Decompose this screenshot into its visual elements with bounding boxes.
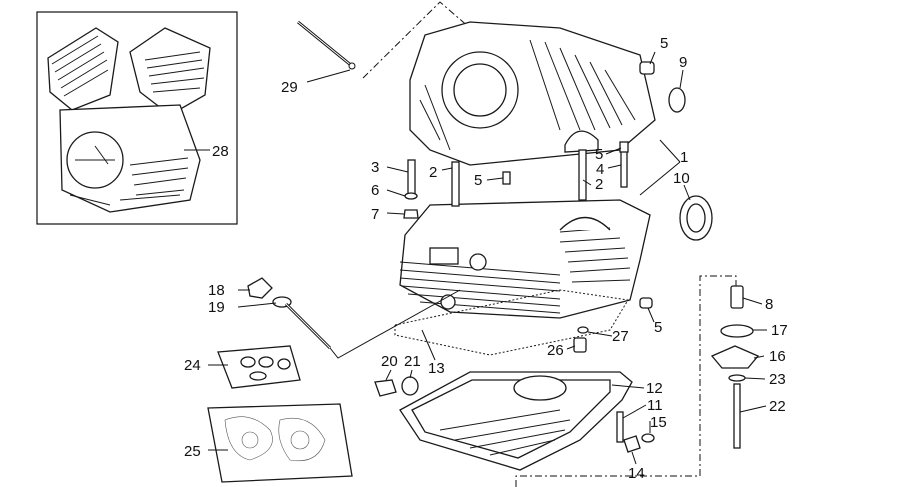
group-boundary (362, 1, 471, 79)
callout-16: 16 (769, 348, 786, 365)
valve-8 (730, 285, 744, 309)
callout-29: 29 (281, 79, 298, 96)
callout-4: 4 (596, 161, 604, 178)
dipstick-18-19 (247, 277, 332, 350)
callout-28: 28 (212, 143, 229, 160)
washer-23 (728, 374, 746, 382)
callout-10: 10 (673, 170, 690, 187)
plug-14 (623, 435, 641, 453)
gasket-kit-25 (207, 403, 353, 483)
callout-15: 15 (650, 414, 667, 431)
bushing-5-top (639, 61, 655, 75)
rod-22 (733, 383, 741, 449)
callout-5-top: 5 (660, 35, 668, 52)
callout-17: 17 (771, 322, 788, 339)
gasket-kit-24 (217, 345, 301, 389)
pump-body-16 (710, 345, 760, 369)
callout-27: 27 (612, 328, 629, 345)
upper-crankcase (409, 21, 656, 166)
callout-21: 21 (404, 353, 421, 370)
callout-11: 11 (647, 397, 663, 414)
engine-inset: 28 (36, 11, 238, 225)
oil-pump-group-boundary (515, 275, 737, 487)
o-ring-17 (720, 324, 754, 338)
callout-6: 6 (371, 182, 379, 199)
callout-2-right: 2 (595, 176, 603, 193)
seal-10-inner (686, 203, 706, 233)
bushing-26 (573, 337, 587, 353)
bushing-5-right (639, 297, 653, 309)
callout-26: 26 (547, 342, 564, 359)
callout-5-right: 5 (595, 146, 603, 163)
plug-20 (374, 379, 397, 397)
callout-13: 13 (428, 360, 445, 377)
callout-22: 22 (769, 398, 786, 415)
seal-9 (668, 87, 686, 113)
washer-6 (404, 192, 418, 200)
ring-27 (577, 326, 589, 334)
callout-25: 25 (184, 443, 201, 460)
dipstick-link (329, 289, 461, 359)
screw-11 (616, 411, 624, 443)
nut-7 (403, 209, 419, 219)
gasket-13 (394, 289, 629, 356)
callout-14: 14 (628, 465, 645, 482)
callout-20: 20 (381, 353, 398, 370)
oil-sump (399, 371, 633, 471)
callout-8: 8 (765, 296, 773, 313)
engine-illustration (47, 27, 211, 213)
callout-19: 19 (208, 299, 225, 316)
callout-12: 12 (646, 380, 663, 397)
callout-1: 1 (680, 149, 688, 166)
callout-9: 9 (679, 54, 687, 71)
callout-5-bottom: 5 (654, 319, 662, 336)
callout-23: 23 (769, 371, 786, 388)
stud-29 (297, 20, 356, 70)
callout-18: 18 (208, 282, 225, 299)
callout-7: 7 (371, 206, 379, 223)
studs (407, 141, 629, 207)
callout-5-mid: 5 (474, 172, 482, 189)
callout-24: 24 (184, 357, 201, 374)
washer-15 (641, 433, 655, 443)
washer-21 (401, 376, 419, 396)
callout-3: 3 (371, 159, 379, 176)
crankcase-block (399, 199, 651, 319)
leader-29 (306, 69, 351, 83)
callout-2-left: 2 (429, 164, 437, 181)
leader-lines (208, 51, 767, 465)
